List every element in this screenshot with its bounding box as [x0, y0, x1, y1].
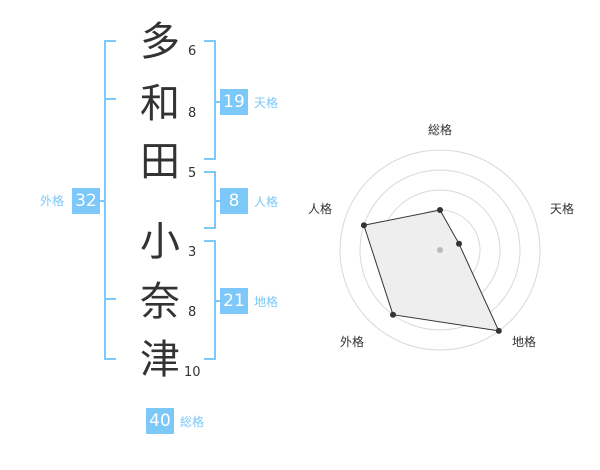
name-char-5: 奈 — [140, 279, 180, 325]
chikaku-connector — [214, 300, 222, 302]
soukaku-value: 40 — [146, 408, 174, 434]
tenkaku-label: 天格 — [254, 96, 279, 110]
chikaku-bracket-top — [204, 240, 216, 242]
radar-axis-label-gaikaku: 外格 — [340, 334, 364, 349]
gaikaku-bracket-tick — [104, 98, 116, 100]
radar-area — [363, 209, 500, 332]
stroke-count-5: 8 — [188, 305, 197, 320]
gaikaku-label: 外格 — [40, 194, 65, 208]
radar-center — [437, 247, 443, 253]
radar-axis-label-jinkaku: 人格 — [308, 201, 332, 216]
tenkaku-value: 19 — [220, 89, 248, 115]
radar-point-4 — [390, 311, 396, 318]
radar-point-2 — [456, 240, 462, 247]
gaikaku-connector — [98, 200, 106, 202]
radar-axis-label-tenkaku: 天格 — [550, 201, 574, 216]
tenkaku-bracket-line — [214, 40, 216, 160]
name-char-4: 小 — [140, 219, 180, 265]
name-char-6: 津 — [140, 337, 180, 383]
jinkaku-connector — [214, 200, 222, 202]
radar-ring-4 — [359, 169, 521, 331]
radar-axis-label-soukaku: 総格 — [428, 122, 452, 137]
jinkaku-bracket-top — [204, 171, 216, 173]
stroke-count-6: 10 — [184, 365, 201, 380]
radar-point-1 — [437, 207, 443, 213]
radar-ring-5 — [339, 149, 541, 351]
radar-axis-label-chikaku: 地格 — [512, 334, 536, 349]
stroke-count-2: 8 — [188, 106, 197, 121]
name-char-2: 和 — [140, 81, 180, 127]
tenkaku-connector — [214, 101, 222, 103]
name-char-1: 多 — [140, 19, 180, 65]
chikaku-value: 21 — [220, 288, 248, 314]
tenkaku-bracket-bottom — [204, 158, 216, 160]
stroke-count-1: 6 — [188, 44, 197, 59]
radar-point-5 — [360, 222, 367, 229]
gaikaku-bracket-top — [104, 40, 116, 42]
fortune-radar-chart: 総格 天格 地格 外格 人格 — [308, 122, 574, 351]
jinkaku-value: 8 — [220, 188, 248, 214]
stroke-count-3: 5 — [188, 166, 197, 181]
radar-points — [360, 207, 502, 334]
jinkaku-label: 人格 — [254, 195, 279, 209]
radar-point-3 — [495, 327, 502, 334]
chikaku-bracket-bottom — [204, 358, 216, 360]
gaikaku-bracket-bottom — [104, 358, 116, 360]
gaikaku-bracket-tick — [104, 298, 116, 300]
jinkaku-bracket-bottom — [204, 227, 216, 229]
stroke-count-4: 3 — [188, 245, 197, 260]
name-char-3: 田 — [140, 139, 180, 185]
chikaku-label: 地格 — [254, 295, 279, 309]
tenkaku-bracket-top — [204, 40, 216, 42]
gaikaku-value: 32 — [72, 188, 100, 214]
soukaku-label: 総格 — [180, 415, 205, 429]
